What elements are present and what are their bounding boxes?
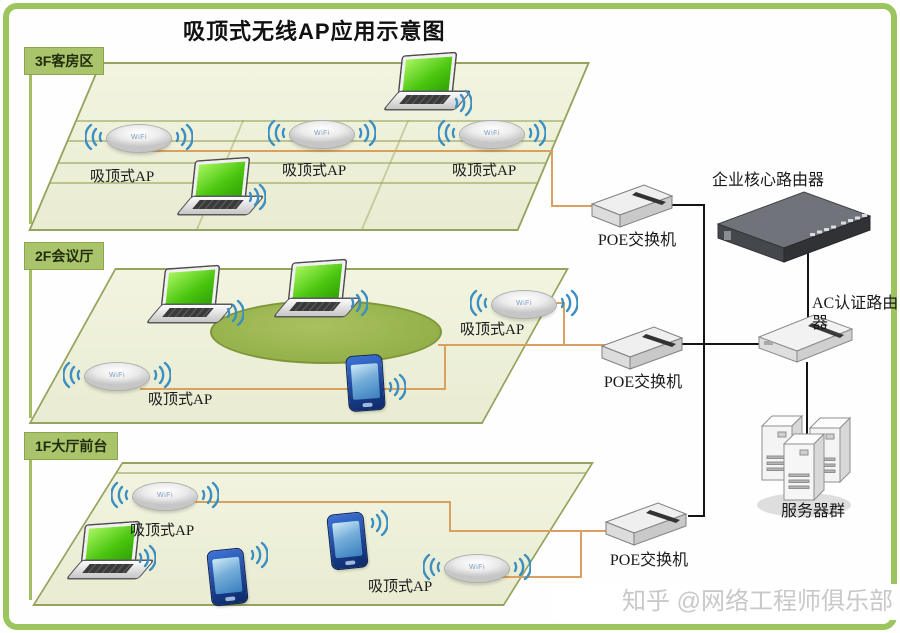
ap-wifi-text: WiFi [157,492,173,499]
server-group-label: 服务器群 [780,503,845,520]
ac-router-label-line2: 器 [812,315,829,332]
cable-segment [183,501,451,503]
ap-disc-icon: WiFi [85,363,149,390]
cable-segment [449,501,451,532]
server-group [757,414,852,517]
diagram-title: 吸顶式无线AP应用示意图 [183,19,446,44]
uplink-line [662,204,705,206]
wifi-waves-icon [175,123,193,151]
ap-wifi-text: WiFi [131,134,147,141]
cable-segment [551,205,596,207]
wifi-waves-icon [388,373,406,401]
cable-segment [140,150,553,152]
laptop-icon [148,266,233,330]
cable-segment [444,345,446,390]
ceiling-ap-2f-1: WiFi [470,288,578,318]
ap-disc-icon: WiFi [107,125,171,152]
wifi-waves-icon [226,299,244,327]
cable-segment [551,150,553,207]
ap-wifi-text: WiFi [469,564,485,571]
ac-router [757,314,854,363]
wifi-waves-icon [370,509,388,537]
uplink-line [676,343,765,345]
cable-segment [563,302,565,346]
floor-badge-1f: 1F大厅前台 [24,432,119,460]
wifi-waves-icon [438,119,456,147]
wifi-waves-icon [423,553,441,581]
ap-label: 吸顶式AP [148,392,213,408]
wifi-waves-icon [153,361,171,389]
smartphone-icon [207,548,248,606]
ap-wifi-text: WiFi [109,372,125,379]
ap-wifi-text: WiFi [516,300,532,307]
cable-segment [580,530,582,578]
ac-to-servers-line [806,362,808,438]
ap-wifi-text: WiFi [484,130,500,137]
ap-wifi-text: WiFi [314,130,330,137]
cable-segment [140,388,446,390]
wifi-waves-icon [111,481,129,509]
ap-label: 吸顶式AP [368,579,433,595]
poe-switch-label: POE交换机 [603,374,683,391]
ceiling-ap-3f-1: WiFi [85,122,193,152]
wifi-waves-icon [250,541,268,569]
wifi-waves-icon [85,123,103,151]
ap-label: 吸顶式AP [452,163,517,179]
wifi-waves-icon [248,183,266,211]
watermark: 知乎 @网络工程师俱乐部 [553,584,897,620]
ceiling-ap-1f-2: WiFi [423,552,531,582]
cable-segment [500,576,582,578]
wifi-waves-icon [63,361,81,389]
ap-disc-icon: WiFi [290,121,354,148]
wifi-waves-icon [350,289,368,317]
green-border-frame [3,3,897,630]
smartphone-icon [327,512,368,570]
ceiling-ap-3f-3: WiFi [438,118,546,148]
ceiling-ap-3f-2: WiFi [268,118,376,148]
cable-segment [563,344,605,346]
ap-disc-icon: WiFi [460,121,524,148]
poe-switch-2 [600,326,684,370]
core-router [716,191,872,263]
wifi-waves-icon [201,481,219,509]
poe-switch-1 [590,184,674,228]
poe-switch-label: POE交换机 [597,232,677,249]
badge-stem [29,457,32,600]
poe-switch-3 [604,502,688,546]
cable-segment [438,344,565,346]
floor-badge-3f: 3F客房区 [24,47,105,75]
ceiling-ap-2f-2: WiFi [63,360,171,390]
room-divider-line [116,472,586,474]
ap-disc-icon: WiFi [133,483,197,510]
wifi-waves-icon [138,544,156,572]
floor-badge-2f: 2F会议厅 [24,242,105,270]
core-to-ac-line [807,252,809,320]
ap-label: 吸顶式AP [130,523,195,539]
ac-router-label-line1: AC认证路由 [812,295,899,312]
uplink-trunk-line [703,204,705,517]
wifi-waves-icon [268,119,286,147]
wifi-waves-icon [560,289,578,317]
core-router-label: 企业核心路由器 [712,172,825,189]
ap-disc-icon: WiFi [445,555,509,582]
badge-stem [29,72,32,224]
ap-label: 吸顶式AP [90,169,155,185]
ceiling-ap-1f-1: WiFi [111,480,219,510]
wifi-waves-icon [470,289,488,317]
ap-disc-icon: WiFi [492,291,556,318]
badge-stem [29,267,32,418]
wifi-waves-icon [513,553,531,581]
wifi-waves-icon [454,89,472,117]
smartphone-icon [346,354,385,412]
ac-router-label: AC认证路由 器 [812,294,898,334]
wifi-waves-icon [358,119,376,147]
poe-switch-label: POE交换机 [609,552,689,569]
laptop-icon [275,260,360,324]
uplink-line [688,515,705,517]
ap-label: 吸顶式AP [282,163,347,179]
wifi-waves-icon [528,119,546,147]
cable-segment [449,530,608,532]
ap-label: 吸顶式AP [460,322,525,338]
